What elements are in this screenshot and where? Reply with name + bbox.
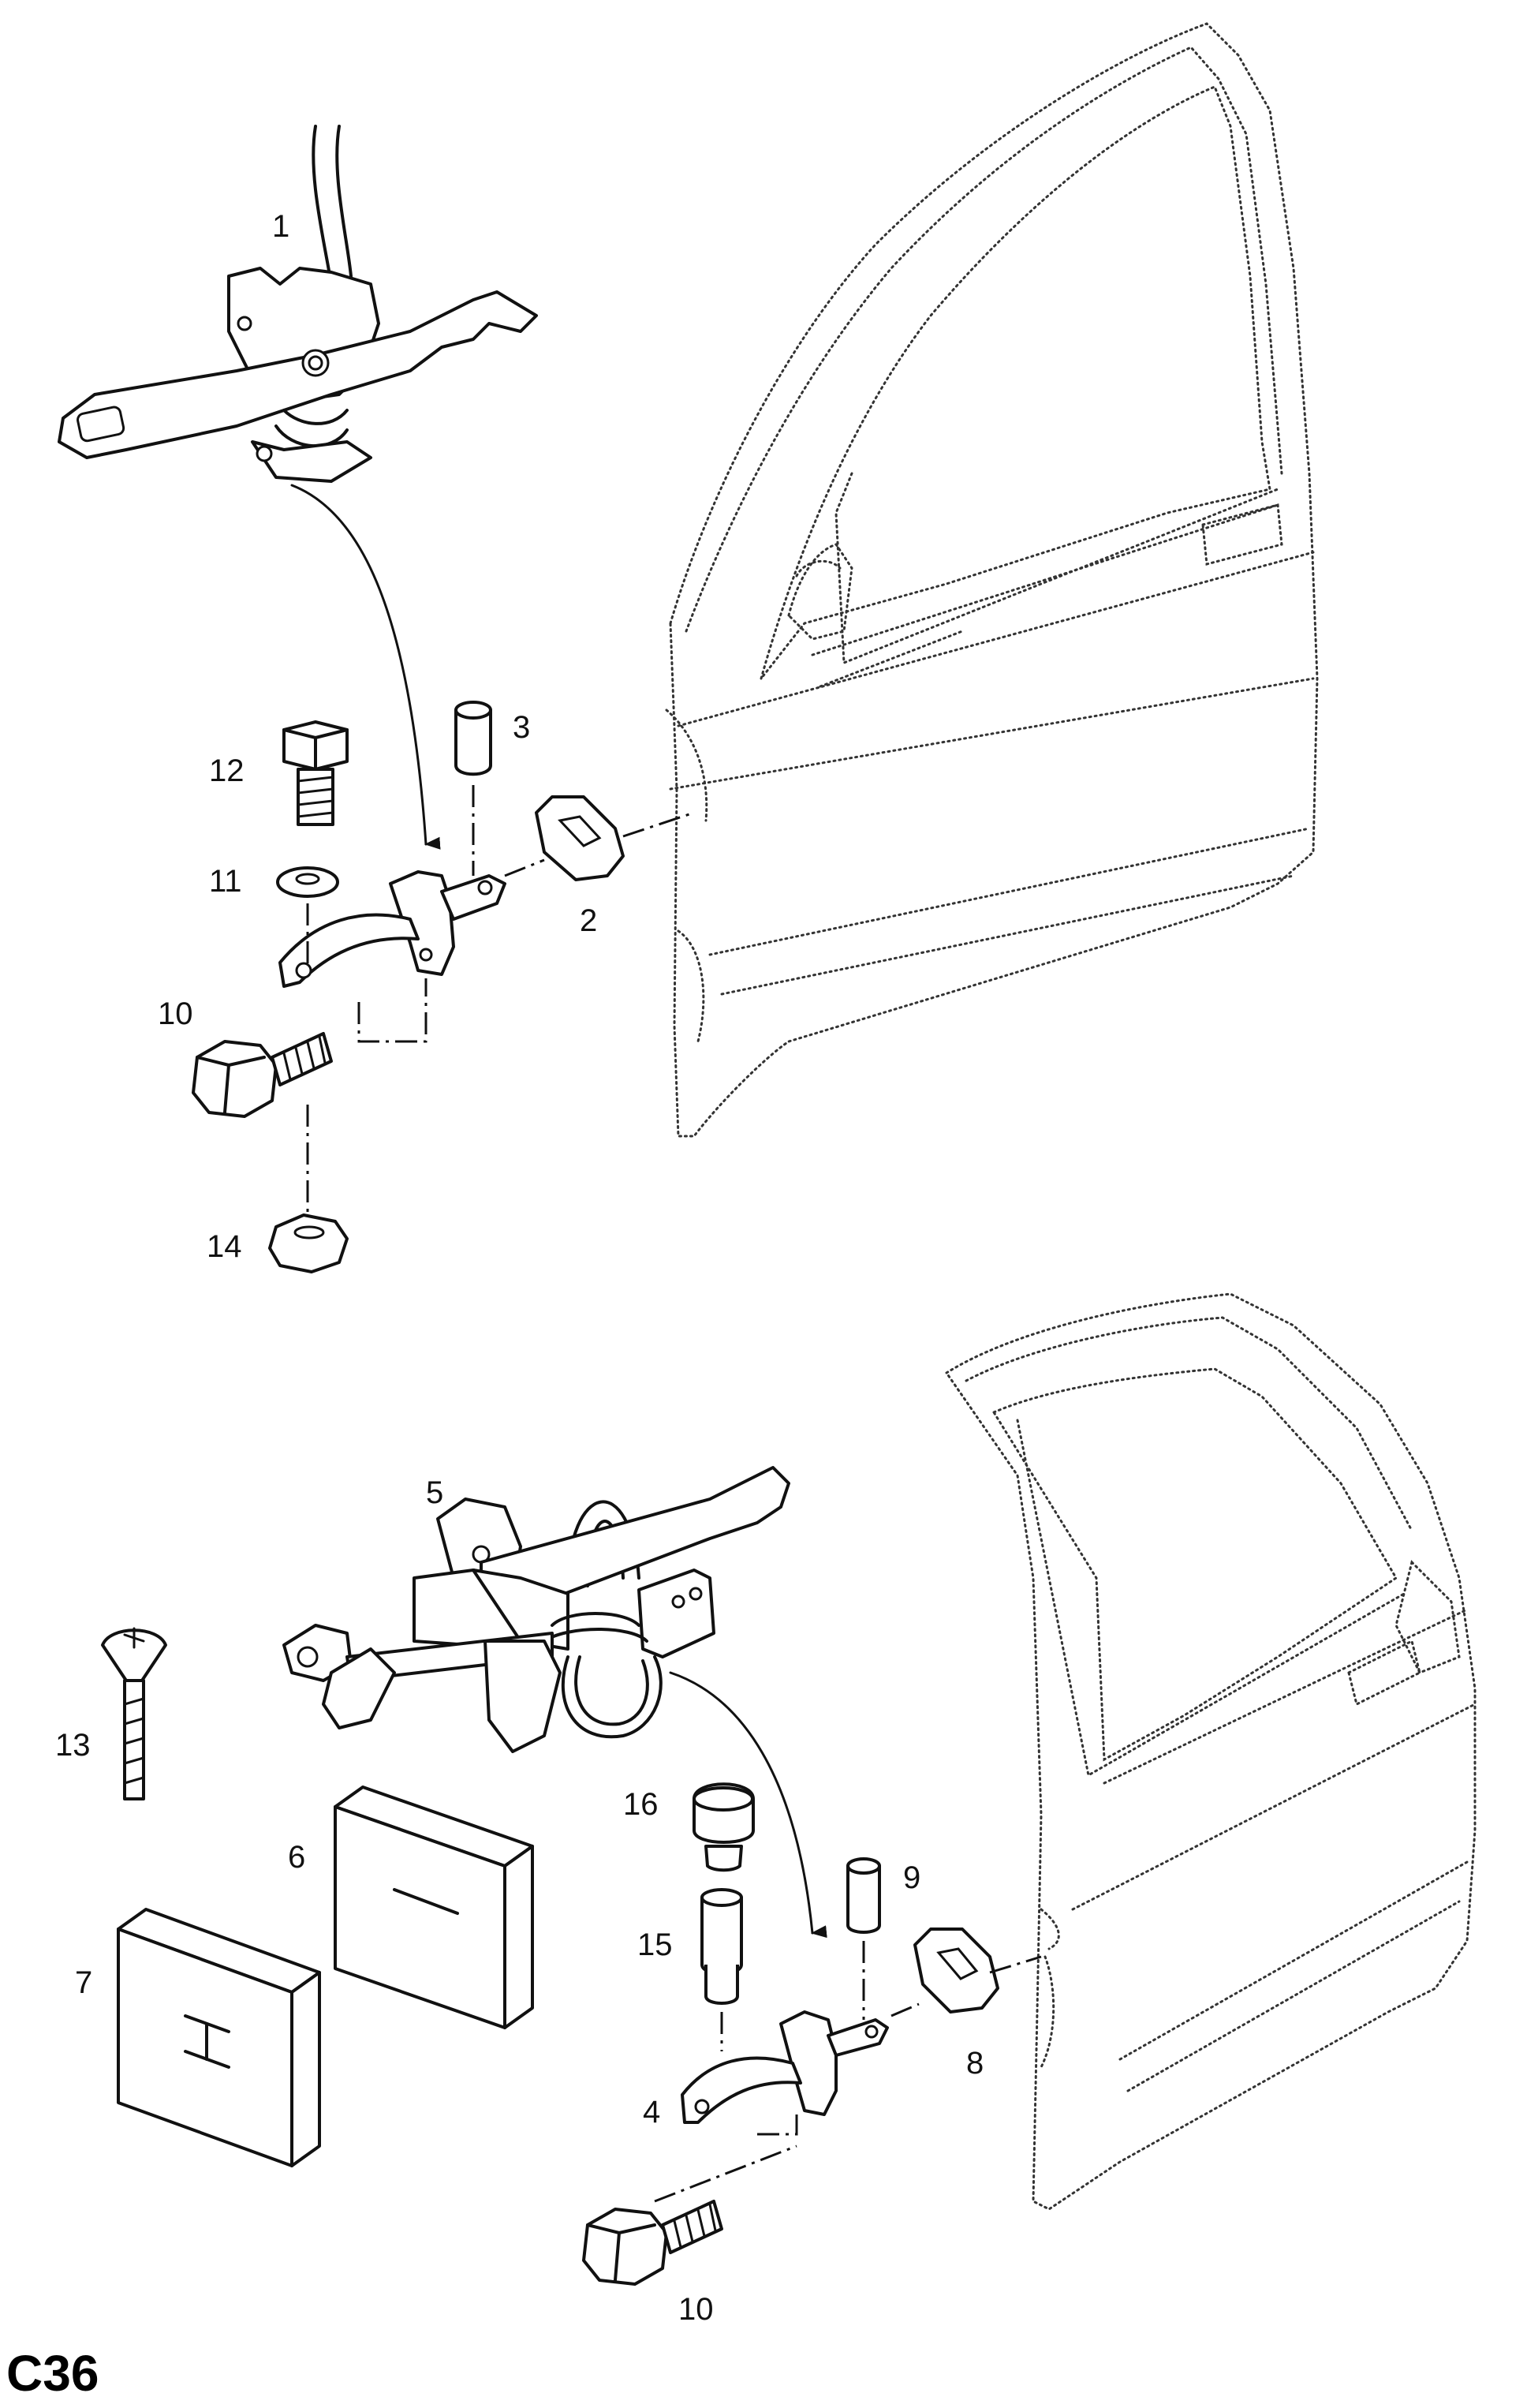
part-2-rubber-buffer — [535, 795, 625, 881]
part-10-bolt-front — [192, 1032, 333, 1118]
check-strap-front — [278, 870, 506, 988]
leader-line — [890, 1955, 1042, 2017]
part-13-countersunk-screw — [101, 1627, 167, 1800]
callout-14: 14 — [207, 1229, 242, 1264]
part-16-cap — [693, 1782, 755, 1872]
part-9-pin — [846, 1857, 881, 1934]
leader-line — [654, 2114, 798, 2203]
callout-12: 12 — [209, 753, 245, 788]
callout-16: 16 — [623, 1787, 659, 1822]
diagram-code-label: C36 — [6, 2345, 99, 2402]
part-15-pin — [700, 1888, 743, 2005]
part-5-door-check-assembly — [282, 1466, 790, 1753]
callout-10-front: 10 — [158, 996, 193, 1031]
part-8-rubber-buffer — [913, 1928, 999, 2014]
part-12-bolt — [282, 720, 349, 826]
callout-15: 15 — [637, 1928, 673, 1962]
direction-arrow-rear — [669, 1671, 827, 1939]
direction-arrow-front — [290, 484, 441, 850]
front-door-outline — [665, 22, 1319, 1138]
part-14-nut — [268, 1213, 349, 1273]
callout-7: 7 — [75, 1965, 92, 2000]
callout-6: 6 — [288, 1840, 305, 1875]
callout-9: 9 — [903, 1860, 920, 1895]
callout-5: 5 — [426, 1475, 443, 1510]
callout-10-rear: 10 — [678, 2292, 714, 2327]
part-7-adhesive-pad — [117, 1908, 321, 2167]
leader-line — [504, 811, 695, 877]
part-11-washer — [276, 866, 339, 898]
check-strap-rear — [681, 2010, 889, 2124]
callout-1: 1 — [272, 209, 289, 244]
part-3-pin — [454, 701, 492, 776]
part-6-adhesive-pad — [334, 1785, 534, 2029]
part-10-bolt-rear — [582, 2200, 723, 2286]
callout-8: 8 — [966, 2046, 984, 2081]
callout-2: 2 — [580, 903, 597, 938]
callout-3: 3 — [513, 710, 530, 745]
leader-line — [357, 978, 427, 1043]
callout-13: 13 — [55, 1728, 91, 1763]
rear-door-outline — [944, 1292, 1477, 2211]
callout-11: 11 — [209, 864, 242, 899]
part-1-door-check-assembly — [58, 125, 538, 483]
callout-4: 4 — [643, 2095, 660, 2129]
